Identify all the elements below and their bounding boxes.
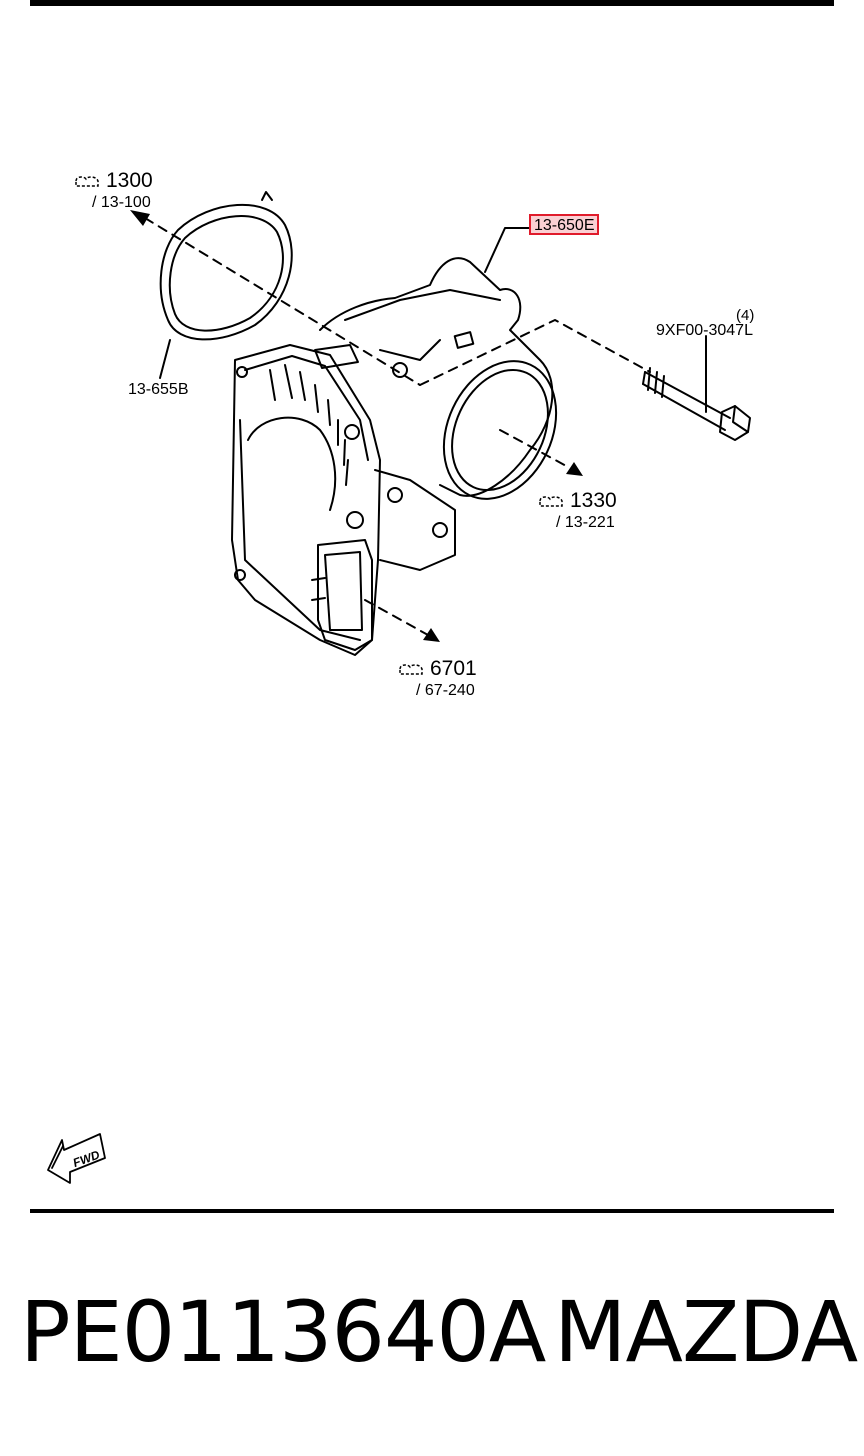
bolt-part-label[interactable]: 9XF00-3047L [656,322,753,339]
intake-manifold-ref[interactable]: 1330 [538,490,617,511]
intake-manifold-page[interactable]: / 13-221 [556,514,615,531]
book-icon [539,496,563,508]
gasket-part-label[interactable]: 13-655B [128,381,189,398]
wiring-page[interactable]: / 67-240 [416,682,475,699]
wiring-ref[interactable]: 6701 [398,658,477,679]
highlight-box [529,214,599,235]
highlight-leader [484,227,531,273]
fwd-arrow-icon [47,1133,106,1184]
air-cleaner-ref-number: 1300 [106,169,153,192]
fwd-label: FWD [71,1147,102,1170]
air-cleaner-page[interactable]: / 13-100 [92,194,151,211]
manifold-arrow [566,462,583,476]
part-number: PE0113640A [20,1283,546,1381]
brand-name: MAZDA [554,1283,858,1381]
wiring-arrow [423,628,440,642]
wiring-dashline [364,599,429,636]
air-cleaner-arrow [130,210,150,226]
top-rule [30,0,834,6]
book-icon [75,176,99,188]
manifold-dashline [499,429,571,469]
throttle-body [231,257,558,656]
bolt-quantity: (4) [736,307,755,324]
highlighted-part-label[interactable]: 13-650E [534,217,595,234]
bolt-dashline [419,319,651,386]
bolt [642,367,751,441]
footer: PE0113640A MAZDA [0,1290,864,1400]
air-cleaner-dashline [144,217,421,386]
wiring-ref-number: 6701 [430,657,477,680]
gasket-ring [159,191,293,341]
book-icon [399,664,423,676]
bottom-rule [30,1209,834,1213]
intake-manifold-ref-number: 1330 [570,489,617,512]
throttle-body-diagram: FWD [47,191,751,1184]
gasket-leader [159,339,171,379]
air-cleaner-ref[interactable]: 1300 [74,170,153,191]
